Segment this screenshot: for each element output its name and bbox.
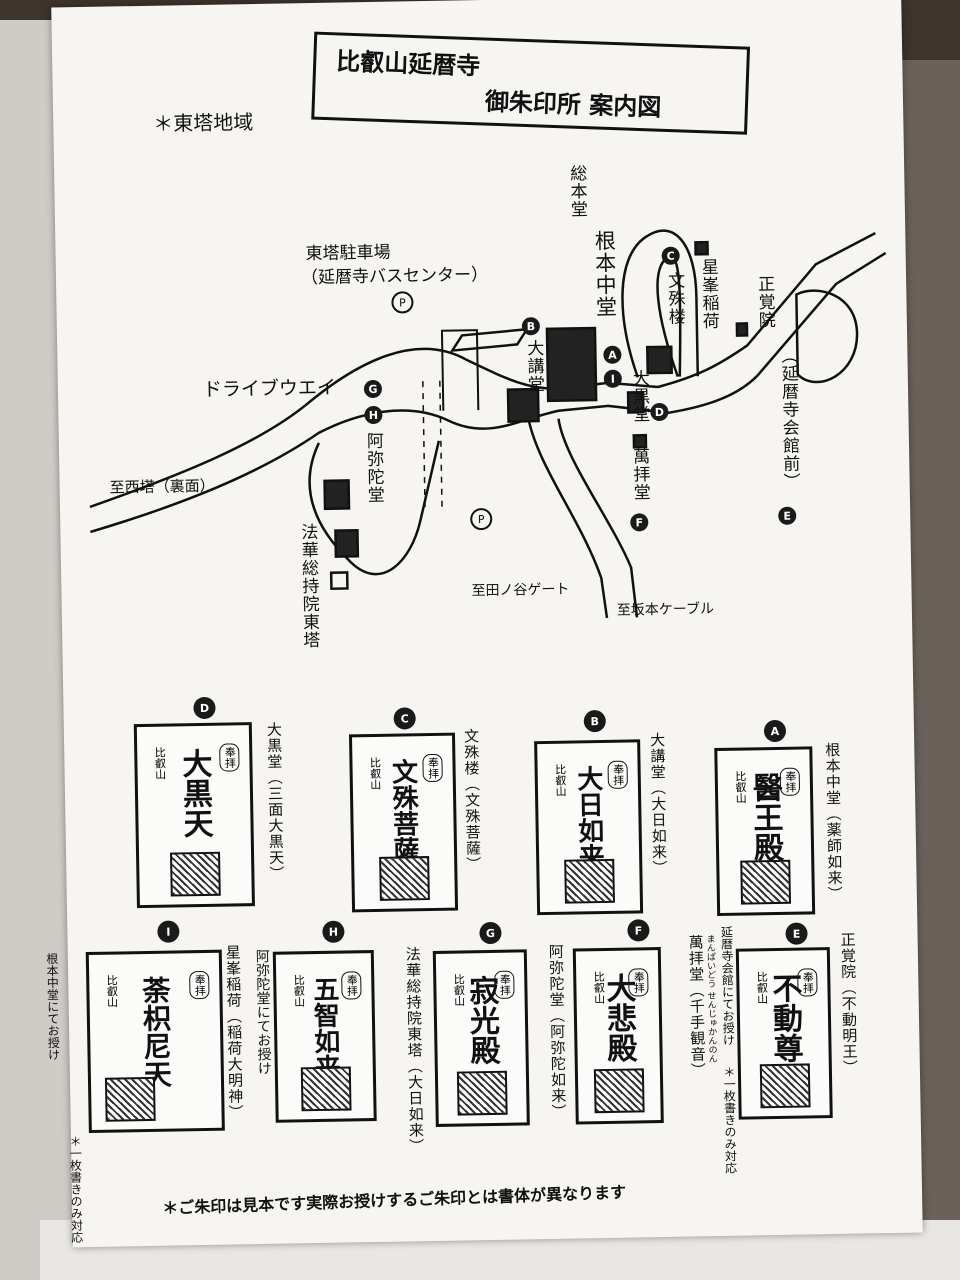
seal-icon <box>456 1070 508 1116</box>
building-manpaido <box>632 433 648 449</box>
building-daikodo <box>506 387 540 423</box>
building-hoshimine <box>694 240 709 256</box>
label-parking: 東塔駐車場 <box>305 242 391 265</box>
stamp-hohai: 奉拝 <box>341 971 362 1000</box>
building-daikokudo <box>626 390 645 414</box>
label-shogakuin: 正覚院 <box>754 274 775 330</box>
stamp-mountain: 比叡山 <box>553 763 568 797</box>
stamp-mountain: 比叡山 <box>105 974 119 1008</box>
stamp-hohai: 奉拝 <box>189 970 210 1000</box>
ruby-manpaido: まんぱいどう せんじゅかんのん <box>704 934 717 1064</box>
label-kaikan: （延暦寺会館前） <box>777 346 800 491</box>
label-sohondo: 総本堂 <box>566 164 588 219</box>
caption-d: 大黒堂（三面大黒天） <box>264 721 286 882</box>
label-bus-center: （延暦寺バスセンター） <box>300 264 489 289</box>
stamp-b: 比叡山 奉拝 大日如来 <box>534 739 644 916</box>
stamp-mountain: 比叡山 <box>153 746 167 780</box>
stamp-e: 比叡山 奉拝 不動尊 <box>735 947 833 1120</box>
stamp-h: 比叡山 奉拝 五智如来 <box>272 950 377 1123</box>
caption-f: 阿弥陀堂（阿弥陀如来） <box>546 943 568 1120</box>
label-konponchudo: 根本中堂 <box>592 229 618 319</box>
label-manpaido: 萬拝堂 <box>629 447 650 502</box>
seal-icon <box>300 1066 352 1112</box>
stamp-marker-c: C <box>393 707 416 730</box>
stamp-marker-b: B <box>583 709 606 733</box>
note2-e: ＊一枚書きのみ対応 <box>721 1065 738 1174</box>
building-hokke-1 <box>334 528 360 558</box>
stamp-hohai: 奉拝 <box>779 767 801 796</box>
caption-h: 阿弥陀堂にてお授け <box>253 948 272 1076</box>
seal-icon <box>564 858 615 904</box>
seal-icon <box>740 859 791 905</box>
stamp-marker-e: E <box>785 922 808 945</box>
building-shogakuin <box>735 322 749 337</box>
stamp-marker-g: G <box>479 921 502 945</box>
seal-icon <box>379 856 430 901</box>
label-daikokudo: 大黒堂 <box>628 369 650 424</box>
stamp-main-text: 醫王殿 <box>746 771 784 863</box>
stamp-main-text: 不動尊 <box>766 972 803 1064</box>
building-hokke-2 <box>329 571 349 590</box>
label-monjuro: 文殊楼 <box>663 271 685 326</box>
note2-i: ＊一枚書きのみ対応 <box>67 1135 84 1244</box>
stamp-marker-d: D <box>193 696 216 720</box>
stamp-main-text: 五智如来 <box>308 975 341 1081</box>
stamp-hohai: 奉拝 <box>607 760 628 789</box>
stamp-a: 比叡山 奉拝 醫王殿 <box>714 746 816 917</box>
stamp-main-text: 大黒天 <box>176 747 213 839</box>
building-monjuro <box>645 345 673 375</box>
stamp-mountain: 比叡山 <box>292 974 306 1008</box>
building-konponchudo <box>545 326 598 403</box>
stamp-mountain: 比叡山 <box>733 770 748 804</box>
note-i: 根本中堂にてお授け <box>44 952 61 1061</box>
seal-icon <box>593 1068 645 1114</box>
caption-i: 星峯稲荷（稲荷大明神） <box>223 944 245 1121</box>
stamp-d: 比叡山 奉拝 大黒天 <box>133 722 255 909</box>
seal-icon <box>170 851 221 897</box>
caption-b: 大講堂（大日如来） <box>647 731 669 877</box>
stamp-main-text: 大日如来 <box>572 765 605 870</box>
stamp-main-text: 荼枳尼天 <box>138 975 174 1089</box>
guide-sheet: 比叡山延暦寺 御朱印所 案内図 ＊東塔地域 東塔駐車場 （延暦寺バスセンター） … <box>45 0 923 1248</box>
footnote: ＊ご朱印は見本です実際お授けするご朱印とは書体が異なります <box>161 1182 627 1218</box>
road-map <box>89 229 887 619</box>
label-to-sakamoto: 至坂本ケーブル <box>616 601 715 619</box>
stamp-hohai: 奉拝 <box>422 753 443 783</box>
caption-e: 正覚院（不動明王） <box>838 931 860 1076</box>
stamp-f: 比叡山 奉拝 大悲殿 <box>572 947 664 1125</box>
stamp-marker-a: A <box>763 719 787 743</box>
caption-c: 文殊楼（文殊菩薩） <box>461 728 483 873</box>
note-e: 延暦寺会館にてお授け <box>719 925 736 1046</box>
caption-a: 根本中堂（薬師如来） <box>823 741 844 903</box>
seal-icon <box>104 1076 156 1122</box>
stamp-mountain: 比叡山 <box>368 756 382 791</box>
label-driveway: ドライブウエイ <box>202 376 337 401</box>
stamp-marker-i: I <box>157 920 180 943</box>
stamp-main-text: 大悲殿 <box>600 972 637 1064</box>
label-daikodo: 大講堂 <box>523 338 545 394</box>
stamp-i: 比叡山 奉拝 荼枳尼天 <box>85 949 225 1134</box>
seal-icon <box>759 1063 811 1109</box>
stamp-hohai: 奉拝 <box>219 743 240 772</box>
label-hokke: 法華総持院東塔 <box>297 522 320 650</box>
building-amidado <box>323 479 351 511</box>
caption-g: 法華総持院東塔（大日如来） <box>403 946 426 1155</box>
stamp-main-text: 寂光殿 <box>463 974 500 1066</box>
stamp-marker-h: H <box>322 920 345 943</box>
stamp-g: 比叡山 奉拝 寂光殿 <box>432 949 530 1127</box>
stamp-main-text: 文殊菩薩 <box>387 758 420 863</box>
stamp-marker-f: F <box>627 919 650 942</box>
label-to-saito: 至西塔（裏面） <box>109 476 215 497</box>
label-amidado: 阿弥陀堂 <box>362 431 384 505</box>
label-hoshimine: 星峯稲荷 <box>697 257 719 331</box>
stamp-c: 比叡山 奉拝 文殊菩薩 <box>348 732 459 913</box>
label-to-tanotani: 至田ノ谷ゲート <box>471 581 570 600</box>
